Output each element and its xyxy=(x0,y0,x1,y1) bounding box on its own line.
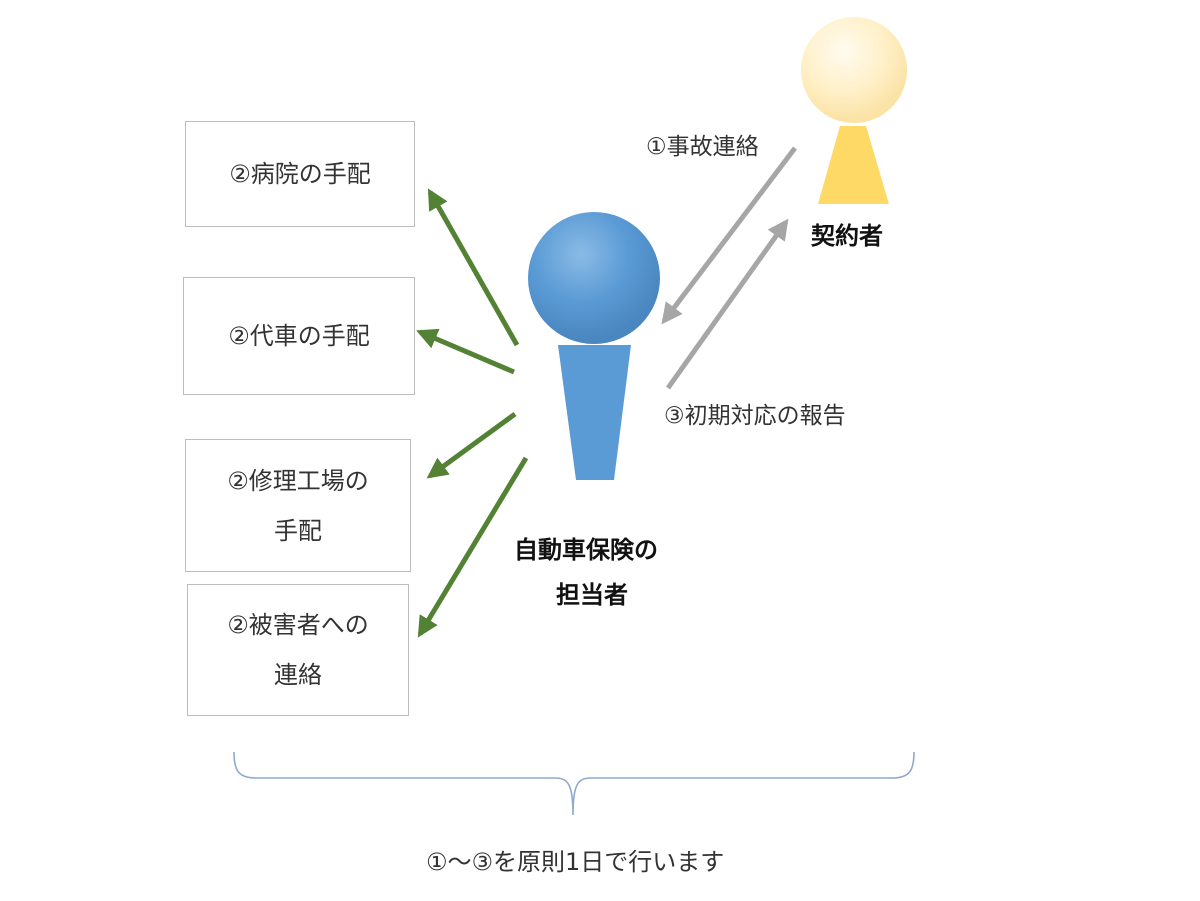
contractor-figure xyxy=(801,17,907,204)
arrow-accident-report xyxy=(661,146,797,325)
task-label-hospital: ②病院の手配 xyxy=(229,160,371,188)
initial-report-label: ③初期対応の報告 xyxy=(664,403,846,429)
task-box-repair-shop: ②修理工場の 手配 xyxy=(185,439,411,572)
task-label-rental-car: ②代車の手配 xyxy=(228,322,370,350)
agent-body xyxy=(558,345,631,480)
footer-note: ①～③を原則1日で行います xyxy=(426,848,725,876)
arrow-to-rental-car xyxy=(416,328,515,375)
agent-label-line2: 担当者 xyxy=(556,581,628,609)
agent-head xyxy=(528,212,660,344)
task-box-rental-car: ②代車の手配 xyxy=(183,277,415,395)
accident-report-label: ①事故連絡 xyxy=(646,134,759,160)
arrow-to-repair-shop xyxy=(426,411,517,479)
task-box-victim: ②被害者への 連絡 xyxy=(187,584,409,716)
task-label-victim-line2: 連絡 xyxy=(274,661,322,689)
task-label-victim-line1: ②被害者への xyxy=(227,611,369,639)
contractor-body xyxy=(818,126,889,204)
task-label-repair-shop-line1: ②修理工場の xyxy=(227,466,369,495)
agent-figure xyxy=(528,212,660,480)
arrow-to-hospital xyxy=(427,188,520,347)
contractor-head xyxy=(801,17,907,123)
contractor-label: 契約者 xyxy=(811,222,883,250)
period-brace xyxy=(233,751,915,816)
task-label-repair-shop-line2: 手配 xyxy=(274,516,322,545)
task-box-hospital: ②病院の手配 xyxy=(185,121,415,227)
agent-label-line1: 自動車保険の xyxy=(514,536,658,564)
arrow-to-victim xyxy=(417,456,529,638)
arrow-initial-report xyxy=(665,218,789,390)
